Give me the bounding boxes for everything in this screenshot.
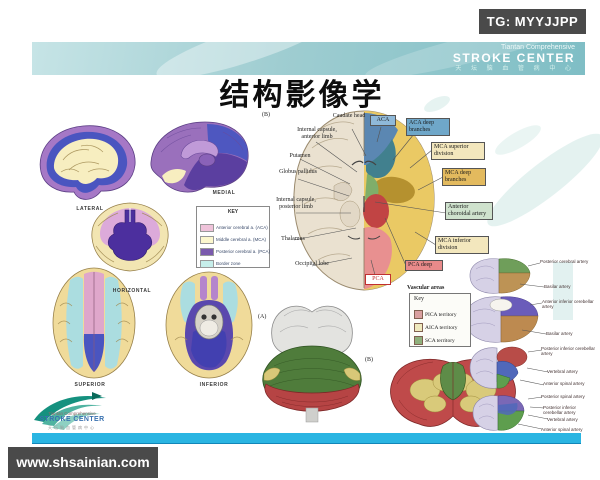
key-label: Border zone [216,261,241,267]
bstem-label-anterior-spinal-1: Anterior spinal artery [543,381,585,386]
key-row-sca: SCA territory [414,332,455,350]
label-occipital-lobe: Occipital lobe [295,261,329,267]
decorative-swoosh-shapes [424,95,600,320]
key-label: AICA territory [425,324,458,331]
pica-swatch [414,310,423,320]
cerebral-territory-key: KEY Anterior cerebral a. (ACA) Middle ce… [196,206,270,268]
midbrain-section [469,258,531,294]
bstem-label-posterior-cerebral: Posterior cerebral artery [540,259,589,264]
banner-line-3: 天 坛 脑 血 管 病 中 心 [455,66,575,72]
caption-inferior: INFERIOR [199,382,229,388]
label-internal-capsule-anterior: Internal capsule, anterior limb [297,127,337,140]
border-zone-swatch [200,259,214,268]
key-row-border-zone: Border zone [200,255,241,268]
key-title: KEY [227,209,239,215]
banner-text: Tiantan Comprehensive STROKE CENTER 天 坛 … [453,44,575,72]
bstem-label-basilar-1: Basilar artery [544,284,571,289]
box-pca: PCA [365,274,391,285]
website-watermark-badge: www.shsainian.com [8,447,158,478]
caption-horizontal: HORIZONTAL [112,288,152,294]
stroke-center-logo-icon [34,392,106,430]
label-globus-pallidus: Globus pallidus [279,169,317,175]
aca-swatch [200,223,214,232]
key-row-aica: AICA territory [414,319,458,337]
axial-slice-figure [293,110,435,291]
pons-section [464,296,539,343]
bstem-label-pica-1: Posterior inferior cerebellar artery [541,346,596,357]
bstem-label-pica-2: Posterior inferior cerebellar artery [543,405,577,416]
label-putamen: Putamen [289,153,311,159]
slide-title: 结构影像学 [219,79,385,112]
box-pca-deep: PCA deep [405,260,443,271]
caudal-medulla-section [472,395,525,431]
key-label: Posterior cerebral a. (PCA) [216,249,271,255]
key-label: PICA territory [425,311,457,318]
sca-swatch [414,336,423,346]
rostral-medulla-section [469,346,528,389]
key-row-aca: Anterior cerebral a. (ACA) [200,219,268,232]
bstem-label-aica: Anterior inferior cerebellar artery [542,299,594,310]
label-thalamus: Thalamus [281,236,305,242]
pca-swatch [200,247,214,256]
key-subtitle: Key [414,296,424,302]
bstem-label-vertebral-2: Vertebral artery [547,417,578,422]
label-caudate-head: Caudate head [332,113,366,119]
bstem-label-vertebral-1: Vertebral artery [547,369,578,374]
inferior-view-figure [165,271,253,379]
box-aca: ACA [370,115,396,126]
cerebellum-fig-b-label: (B) [365,357,373,363]
header-banner: Tiantan Comprehensive STROKE CENTER 天 坛 … [32,42,585,75]
leader-lines [293,126,549,430]
axial-fig-label: (B) [262,112,270,118]
banner-line-1: Tiantan Comprehensive [500,44,575,51]
key-label: Anterior cerebral a. (ACA) [216,225,268,231]
brainstem-sections-figure [464,258,539,431]
vascular-areas-heading: Vascular areas [407,285,445,291]
bstem-label-anterior-spinal-2: Anterior spinal artery [541,427,583,432]
horizontal-section-figure [91,202,169,272]
cerebellum-fig-a-label: (A) [258,314,267,320]
key-label: SCA territory [425,337,455,344]
superior-view-figure [52,267,136,379]
caption-lateral: LATERAL [76,206,104,212]
box-mca-superior-division: MCA superior division [431,142,485,160]
cerebellar-territory-key: Key PICA territory AICA territory SCA te… [409,293,471,347]
key-row-mca: Middle cerebral a. (MCA) [200,231,267,244]
lateral-brain-figure [39,125,136,200]
banner-line-2: STROKE CENTER [452,51,575,65]
mca-swatch [200,235,214,244]
aica-swatch [414,323,423,333]
key-row-pca: Posterior cerebral a. (PCA) [200,243,271,256]
label-internal-capsule-posterior: Internal capsule, posterior limb [276,197,316,210]
medial-brain-figure [150,121,249,193]
footer-logo-line-1: Tiantan Comprehensive [48,411,96,416]
bstem-label-posterior-spinal: Posterior spinal artery [541,394,585,399]
caption-medial: MEDIAL [212,190,236,196]
box-anterior-choroidal-artery: Anterior choroidal artery [445,202,493,220]
cerebellum-superior-figure [262,305,362,423]
caption-superior: SUPERIOR [74,382,106,388]
slide-accent-bar [32,433,581,444]
box-aca-deep-branches: ACA deep branches [406,118,450,136]
footer-logo-line-2: STROKE CENTER [39,416,105,423]
footer-logo-line-3: 天坛脑血管病中心 [48,425,96,430]
bstem-label-basilar-2: Basilar artery [546,331,573,336]
box-mca-inferior-division: MCA inferior division [435,236,489,254]
tg-watermark-badge: TG: MYYJJPP [479,9,586,34]
box-mca-deep-branches: MCA deep branches [442,168,486,186]
key-label: Middle cerebral a. (MCA) [216,237,267,243]
key-row-pica: PICA territory [414,306,457,324]
